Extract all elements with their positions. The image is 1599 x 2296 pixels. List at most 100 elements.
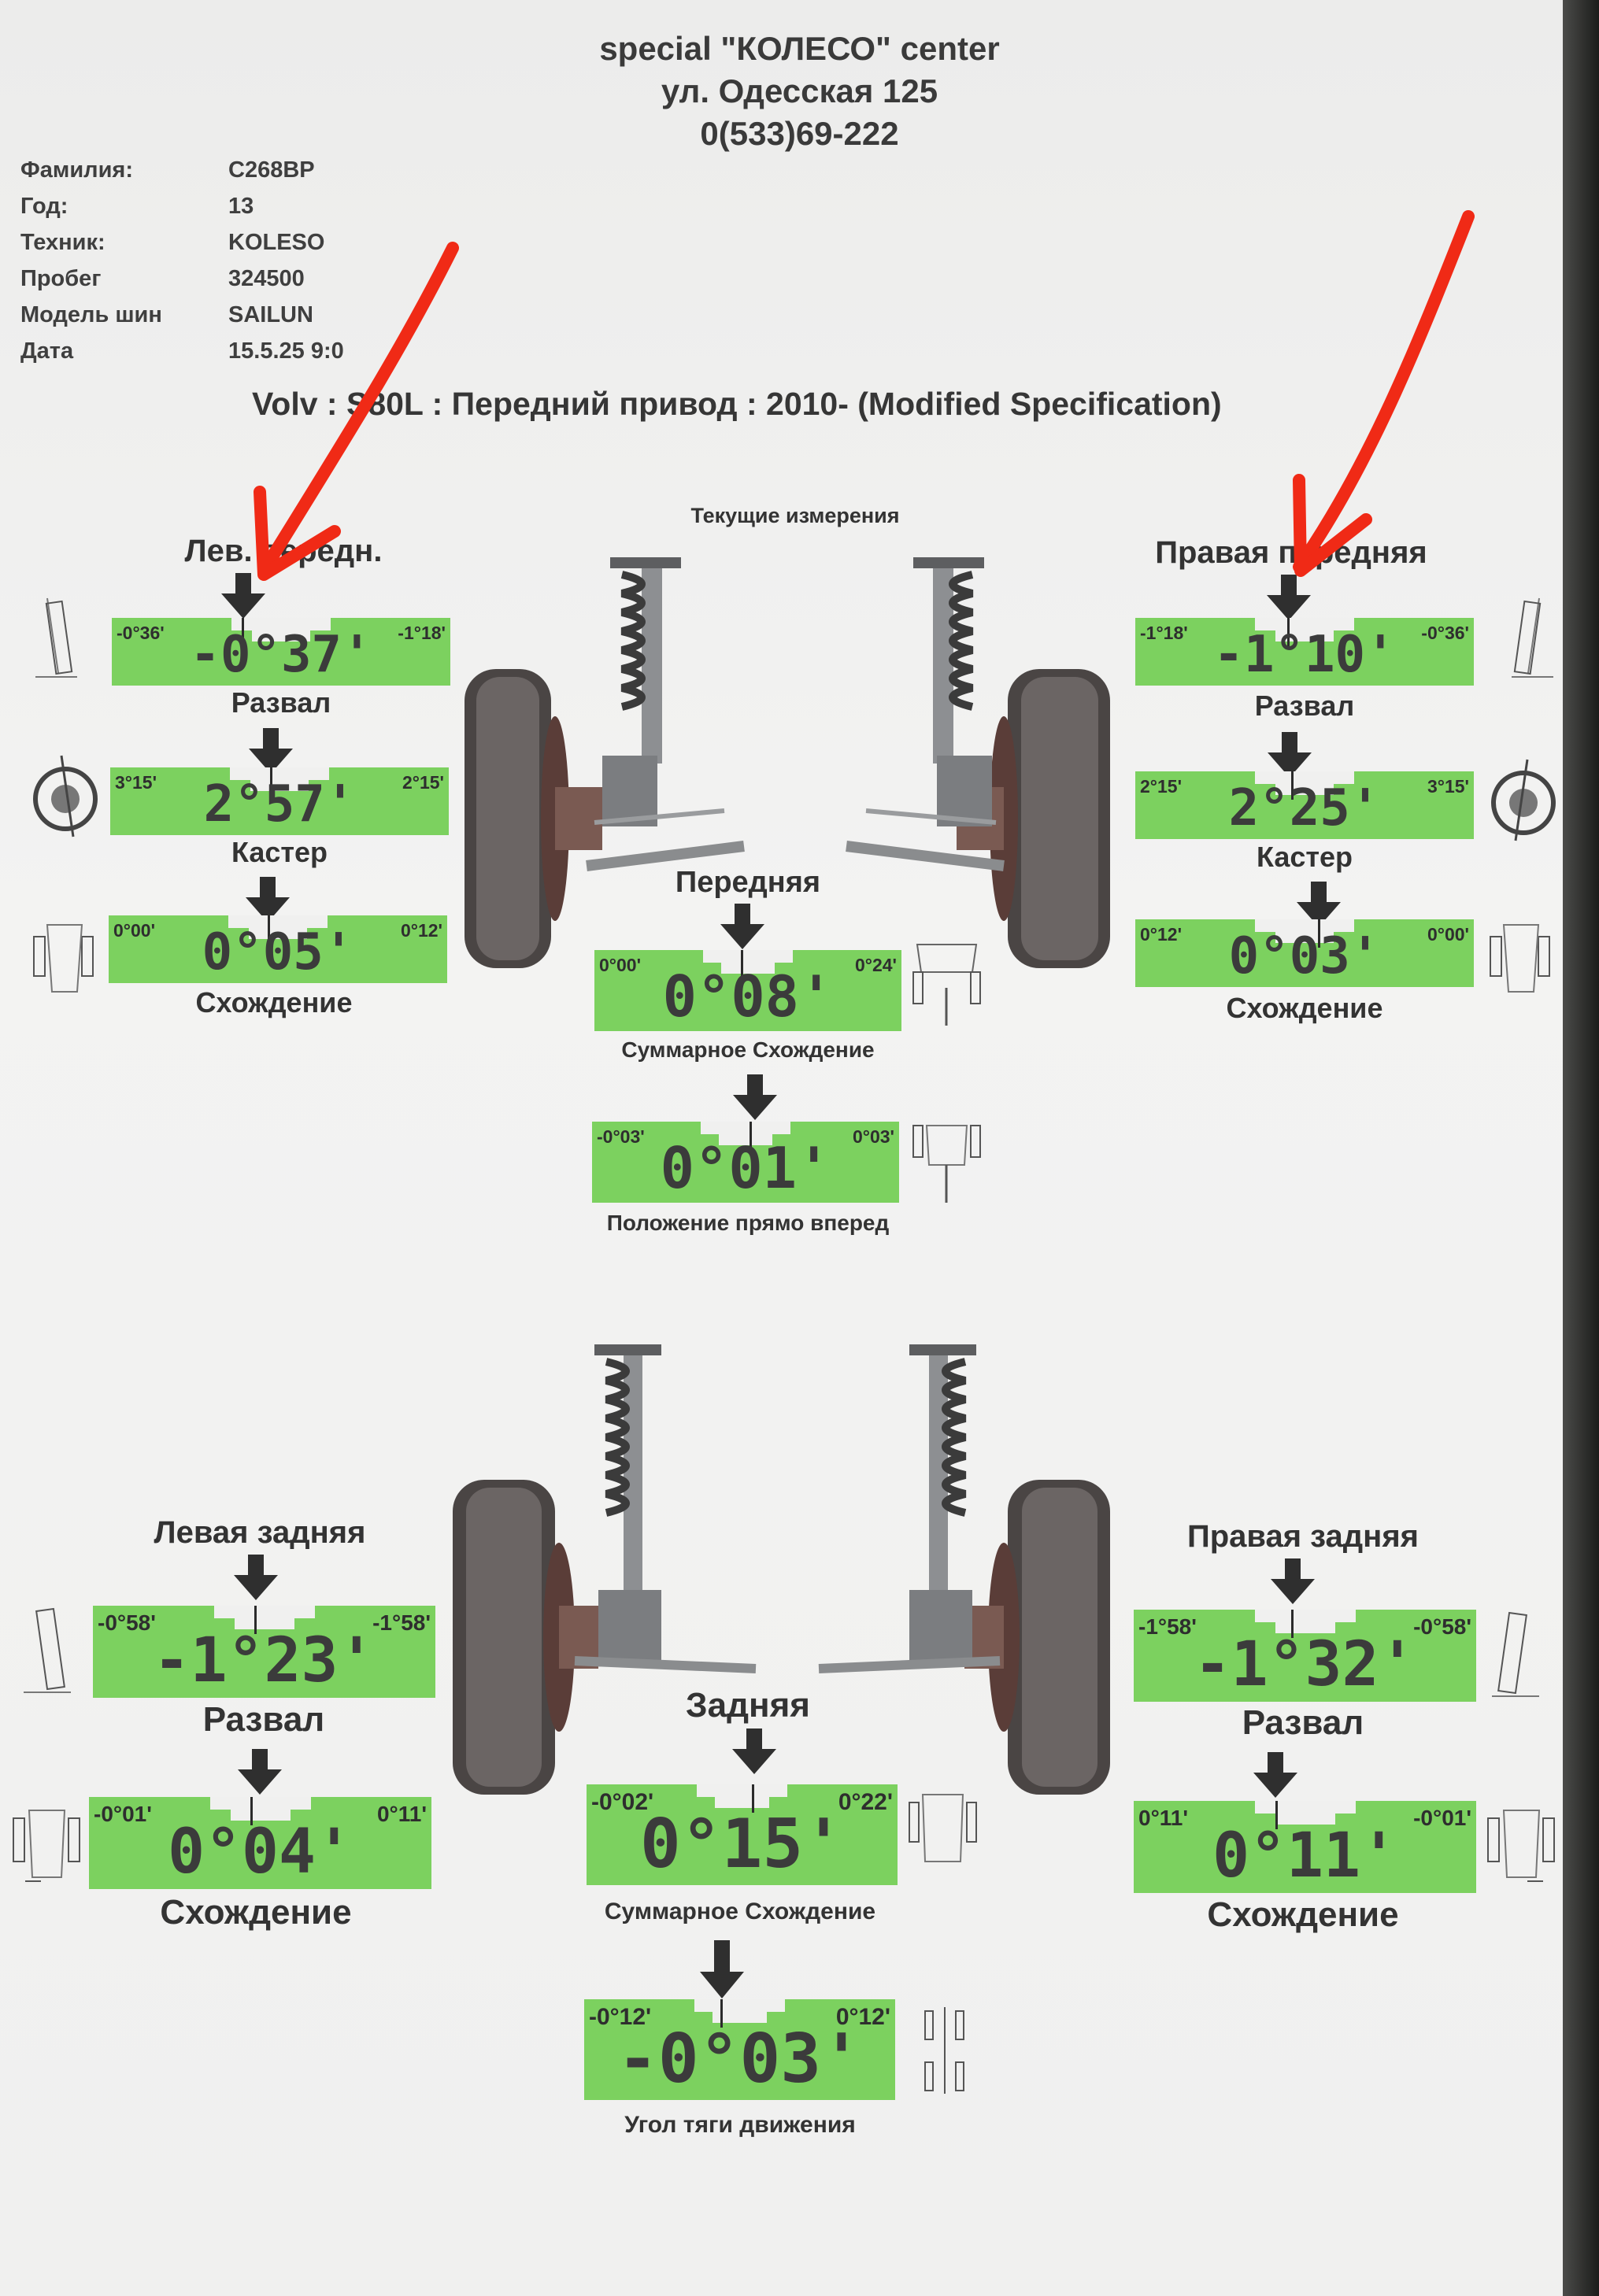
front-left-caster-gauge: 3°15' 2°15' 2°57' bbox=[110, 767, 449, 835]
rear-left-title: Левая задняя bbox=[154, 1515, 366, 1550]
front-left-caster-max: 2°15' bbox=[402, 772, 444, 793]
front-straight-ahead-min: -0°03' bbox=[597, 1126, 645, 1147]
rear-total-toe-caption: Суммарное Схождение bbox=[604, 1899, 876, 1924]
front-right-toe-min: 0°12' bbox=[1140, 924, 1183, 945]
front-left-caster-min: 3°15' bbox=[115, 772, 157, 793]
rear-left-toe-min: -0°01' bbox=[94, 1802, 152, 1826]
rear-right-toe-value: 0°11' bbox=[1212, 1821, 1397, 1891]
rear-total-toe-value: 0°15' bbox=[640, 1805, 844, 1884]
rear-left-toe-caption: Схождение bbox=[160, 1893, 352, 1932]
rear-camber-wheel-icon bbox=[24, 1607, 71, 1693]
rear-right-toe-min: 0°11' bbox=[1138, 1806, 1189, 1830]
rear-right-strut-icon bbox=[818, 1344, 1001, 1673]
rear-right-camber-min: -1°58' bbox=[1138, 1614, 1197, 1639]
rear-right-toe-max: -0°01' bbox=[1413, 1806, 1471, 1830]
front-right-camber-caption: Развал bbox=[1254, 690, 1355, 722]
rear-axle-title: Задняя bbox=[686, 1686, 810, 1725]
info-label-mileage: Пробег bbox=[20, 266, 102, 291]
info-value-surname: C268BP bbox=[228, 157, 315, 183]
info-value-technician: KOLESO bbox=[228, 230, 325, 255]
front-right-camber-max: -0°36' bbox=[1421, 623, 1469, 643]
rear-thrust-angle-gauge: -0°12' 0°12' -0°03' bbox=[584, 1999, 895, 2100]
rear-left-camber-min: -0°58' bbox=[98, 1610, 156, 1635]
info-value-mileage: 324500 bbox=[228, 266, 305, 291]
front-left-strut-icon bbox=[586, 557, 745, 871]
front-right-caster-max: 3°15' bbox=[1427, 776, 1469, 797]
front-straight-ahead-arrow-icon bbox=[733, 1074, 777, 1120]
front-left-caster-arrow-icon bbox=[249, 728, 293, 774]
rear-left-strut-icon bbox=[574, 1344, 757, 1673]
center-name: special "КОЛЕСО" center bbox=[599, 30, 1000, 67]
front-right-toe-max: 0°00' bbox=[1427, 924, 1469, 945]
front-left-wheel-icon bbox=[465, 669, 602, 968]
front-left-caster-caption: Кастер bbox=[231, 836, 328, 868]
front-left-camber-caption: Развал bbox=[231, 686, 331, 719]
info-label-technician: Техник: bbox=[20, 230, 105, 255]
rear-total-toe-gauge: -0°02' 0°22' 0°15' bbox=[587, 1784, 898, 1885]
info-label-surname: Фамилия: bbox=[20, 157, 133, 183]
front-right-toe-caption: Схождение bbox=[1226, 992, 1383, 1024]
rear-left-toe-arrow-icon bbox=[238, 1749, 282, 1795]
front-straight-ahead-gauge: -0°03' 0°03' 0°01' bbox=[592, 1122, 899, 1203]
camber-wheel-icon bbox=[35, 597, 77, 678]
rear-camber-wheel-right-icon bbox=[1492, 1611, 1539, 1697]
front-left-toe-gauge: 0°00' 0°12' 0°05' bbox=[109, 915, 447, 983]
front-straight-ahead-value: 0°01' bbox=[660, 1135, 831, 1201]
front-right-title: Правая передняя bbox=[1155, 535, 1427, 570]
front-straight-ahead-caption: Положение прямо вперед bbox=[606, 1211, 890, 1235]
front-right-caster-caption: Кастер bbox=[1256, 841, 1353, 873]
rear-total-toe-car-icon bbox=[909, 1794, 977, 1862]
rear-right-camber-max: -0°58' bbox=[1413, 1614, 1471, 1639]
front-total-toe-max: 0°24' bbox=[854, 955, 897, 975]
rear-left-wheel-icon bbox=[453, 1480, 598, 1795]
front-right-caster-value: 2°25' bbox=[1228, 779, 1381, 837]
front-right-camber-min: -1°18' bbox=[1140, 623, 1188, 643]
front-right-caster-min: 2°15' bbox=[1140, 776, 1183, 797]
rear-suspension-illustration bbox=[453, 1344, 1110, 1795]
front-right-toe-value: 0°03' bbox=[1228, 927, 1381, 985]
front-axle-title: Передняя bbox=[675, 866, 821, 899]
rear-left-camber-gauge: -0°58' -1°58' -1°23' bbox=[93, 1606, 435, 1698]
rear-left-toe-max: 0°11' bbox=[376, 1802, 427, 1826]
front-right-camber-value: -1°10' bbox=[1213, 626, 1396, 684]
rear-thrust-angle-value: -0°03' bbox=[617, 2020, 862, 2098]
camber-wheel-right-icon bbox=[1512, 597, 1553, 678]
rear-right-camber-arrow-icon bbox=[1271, 1558, 1315, 1604]
front-straight-ahead-max: 0°03' bbox=[852, 1126, 894, 1147]
rear-thrust-angle-arrow-icon bbox=[700, 1940, 744, 1998]
front-left-toe-caption: Схождение bbox=[195, 986, 353, 1019]
rear-toe-car-icon bbox=[13, 1810, 80, 1882]
vehicle-spec: Volv : S80L : Передний привод : 2010- (M… bbox=[252, 386, 1222, 422]
front-right-camber-arrow-icon bbox=[1267, 575, 1311, 620]
front-total-toe-gauge: 0°00' 0°24' 0°08' bbox=[594, 950, 901, 1031]
toe-car-right-icon bbox=[1490, 924, 1550, 993]
rear-left-camber-caption: Развал bbox=[202, 1700, 325, 1739]
front-left-camber-min: -0°36' bbox=[117, 623, 165, 643]
rear-right-toe-caption: Схождение bbox=[1207, 1895, 1399, 1934]
front-left-camber-arrow-icon bbox=[221, 573, 265, 619]
rear-right-camber-gauge: -1°58' -0°58' -1°32' bbox=[1134, 1610, 1476, 1702]
rear-left-camber-max: -1°58' bbox=[372, 1610, 431, 1635]
front-left-toe-min: 0°00' bbox=[113, 920, 156, 941]
steering-car-icon bbox=[912, 1125, 981, 1203]
front-total-toe-caption: Суммарное Схождение bbox=[621, 1037, 875, 1062]
front-left-camber-max: -1°18' bbox=[398, 623, 446, 643]
info-label-tire-model: Модель шин bbox=[20, 302, 162, 327]
info-value-tire-model: SAILUN bbox=[228, 302, 313, 327]
rear-left-camber-value: -1°23' bbox=[153, 1625, 376, 1696]
rear-right-title: Правая задняя bbox=[1186, 1519, 1419, 1554]
rear-toe-car-right-icon bbox=[1487, 1810, 1555, 1882]
caster-wheel-right-icon bbox=[1491, 759, 1556, 841]
rear-right-camber-caption: Развал bbox=[1242, 1703, 1364, 1742]
rear-thrust-angle-max: 0°12' bbox=[835, 2004, 890, 2030]
front-right-toe-arrow-icon bbox=[1297, 882, 1341, 927]
annotation-arrow-right-icon bbox=[1293, 210, 1475, 577]
front-left-caster-value: 2°57' bbox=[203, 775, 356, 834]
front-left-camber-value: -0°37' bbox=[190, 626, 372, 684]
center-address: ул. Одесская 125 bbox=[661, 72, 938, 109]
rear-left-toe-value: 0°04' bbox=[168, 1817, 353, 1887]
rear-left-camber-arrow-icon bbox=[234, 1555, 278, 1600]
thrust-angle-car-icon bbox=[924, 2007, 964, 2094]
rear-thrust-angle-caption: Угол тяги движения bbox=[624, 2112, 856, 2138]
front-right-caster-arrow-icon bbox=[1268, 732, 1312, 778]
